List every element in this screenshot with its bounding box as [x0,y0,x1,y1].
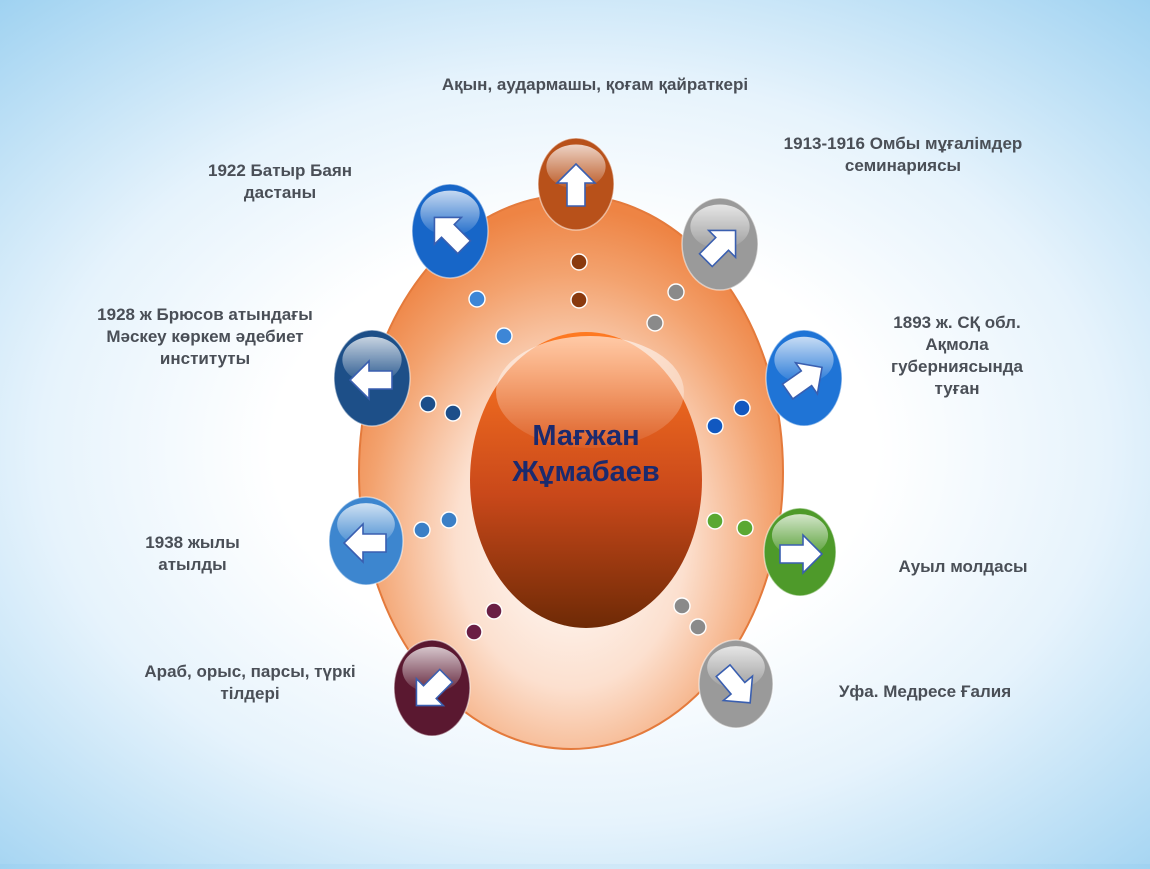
connector-dots [413,253,754,641]
label-right-upper: 1893 ж. СҚ обл. Ақмола губерниясында туғ… [891,313,1023,398]
label-left-lower: 1938 жылы атылды [145,533,240,574]
arrow-balls [328,137,843,737]
arrow-icon [415,668,454,707]
arrow-icon [715,663,754,704]
connector-dot [468,290,486,308]
label-right-lower: Ауыл молдасы [898,557,1028,576]
connector-dot [570,291,588,309]
label-top: Ақын, аудармашы, қоғам қайраткері [441,75,749,94]
connector-dot [419,395,437,413]
label-top-left: 1922 Батыр Баян дастаны [207,161,353,202]
connector-dot [667,283,685,301]
center-title: Мағжан Жұмабаев [512,420,660,488]
connector-dot [444,404,462,422]
node-left-upper [333,329,411,427]
node-left-lower [328,496,404,586]
arrow-icon [342,522,387,564]
label-bottom-right: Уфа. Медресе Ғалия [838,682,1012,701]
label-bottom-left: Араб, орыс, парсы, түркі тілдері [144,662,356,703]
node-bottom-right [698,639,774,729]
arrow-icon [779,533,824,575]
node-right-lower [763,507,837,597]
connector-dot [465,623,483,641]
connector-dot [706,512,724,530]
arrow-icon [781,361,823,400]
node-right-upper [765,329,843,427]
arrow-icon [698,229,737,268]
node-top [537,137,615,231]
label-left-upper: 1928 ж Брюсов атындағы Мәскеу көркем әде… [97,305,313,368]
arrow-icon [433,216,472,255]
connector-dot [646,314,664,332]
connector-dot [440,511,458,529]
connector-dot [689,618,707,636]
connector-dot [570,253,588,271]
label-top-right: 1913-1916 Омбы мұғалімдер семинариясы [783,134,1023,175]
arrow-icon [348,359,393,401]
connector-dot [733,399,751,417]
connector-dot [706,417,724,435]
connector-dot [413,521,431,539]
arrow-icon [555,162,597,207]
center-egg [470,332,702,628]
node-bottom-left [393,639,471,737]
connector-dot [485,602,503,620]
connector-dot [736,519,754,537]
connector-dot [495,327,513,345]
connector-dot [673,597,691,615]
node-top-right [681,197,759,291]
node-top-left [411,183,489,279]
